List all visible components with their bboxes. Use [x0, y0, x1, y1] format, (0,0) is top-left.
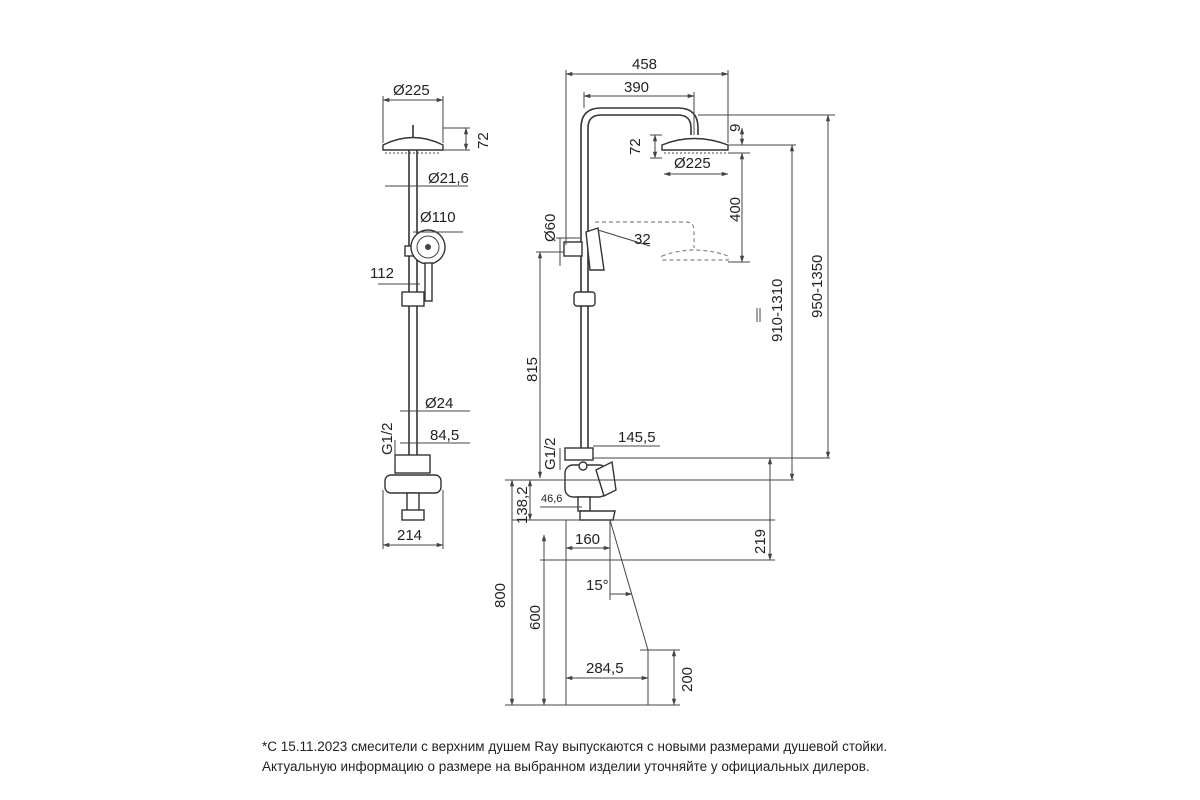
side-head-gap-label: 9: [727, 124, 744, 132]
front-hand-shower: [410, 229, 446, 302]
front-hand-shower-diameter-label: Ø110: [420, 209, 456, 226]
side-thread-label: G1/2: [542, 437, 559, 470]
footnote-line-1: *С 15.11.2023 смесители с верхним душем …: [262, 739, 888, 754]
side-hand-shower: [563, 227, 651, 271]
front-head-diameter-label: Ø225: [393, 82, 430, 99]
side-head-diameter-label: Ø225: [674, 155, 711, 172]
side-spout-angle-label: 15°: [586, 577, 609, 594]
side-spout-reach-label: 160: [575, 531, 600, 548]
side-holder-diameter-label: Ø60: [542, 214, 559, 242]
side-arm-reach-label: 390: [624, 79, 649, 96]
side-shower-head: [661, 137, 729, 154]
side-wall-offset-label: 46,6: [541, 493, 562, 505]
side-spout-offset-label: 145,5: [618, 429, 656, 446]
front-thread-label: G1/2: [379, 422, 396, 455]
side-head-drop-label: 400: [727, 197, 744, 222]
side-column: [573, 107, 699, 450]
side-tub-distance-label: 284,5: [586, 660, 624, 677]
front-mixer: [384, 454, 442, 521]
side-floor-height-label: 800: [492, 583, 509, 608]
side-view: 458 390 72 9 Ø225 400 Ø60 32 910-1310 95…: [492, 56, 835, 706]
front-column: [401, 150, 425, 455]
front-head-height-label: 72: [475, 132, 492, 149]
front-bracket-offset-label: 112: [370, 265, 394, 282]
front-pipe-diameter-label: Ø21,6: [428, 170, 469, 187]
footnote-line-2: Актуальную информацию о размере на выбра…: [262, 759, 870, 774]
side-holder-height-label: 815: [524, 357, 541, 382]
side-spout-drop-label: 219: [752, 529, 769, 554]
side-mixer: [564, 447, 617, 521]
front-view: Ø225 72 Ø21,6 Ø110 112 Ø24 G1/2 84,5 214: [370, 82, 492, 549]
side-adjust-range-label: 910-1310: [769, 279, 786, 342]
side-arm-angle-label: 32: [634, 231, 651, 248]
side-spout-floor-label: 600: [527, 605, 544, 630]
front-dimensions: [378, 96, 470, 549]
front-mixer-width-label: 214: [397, 527, 422, 544]
side-dimensions: [505, 70, 835, 706]
side-total-reach-label: 458: [632, 56, 657, 73]
front-lower-pipe-diameter-label: Ø24: [425, 395, 453, 412]
side-ghost-head: [595, 221, 729, 261]
front-shower-head: [382, 125, 444, 154]
side-body-height-label: 138,2: [514, 486, 531, 524]
side-height-range-label: 950-1350: [809, 255, 826, 318]
front-connection-offset-label: 84,5: [430, 427, 459, 444]
side-tub-height-label: 200: [679, 667, 696, 692]
side-head-height-label: 72: [627, 138, 644, 155]
footnote: *С 15.11.2023 смесители с верхним душем …: [262, 737, 1022, 777]
